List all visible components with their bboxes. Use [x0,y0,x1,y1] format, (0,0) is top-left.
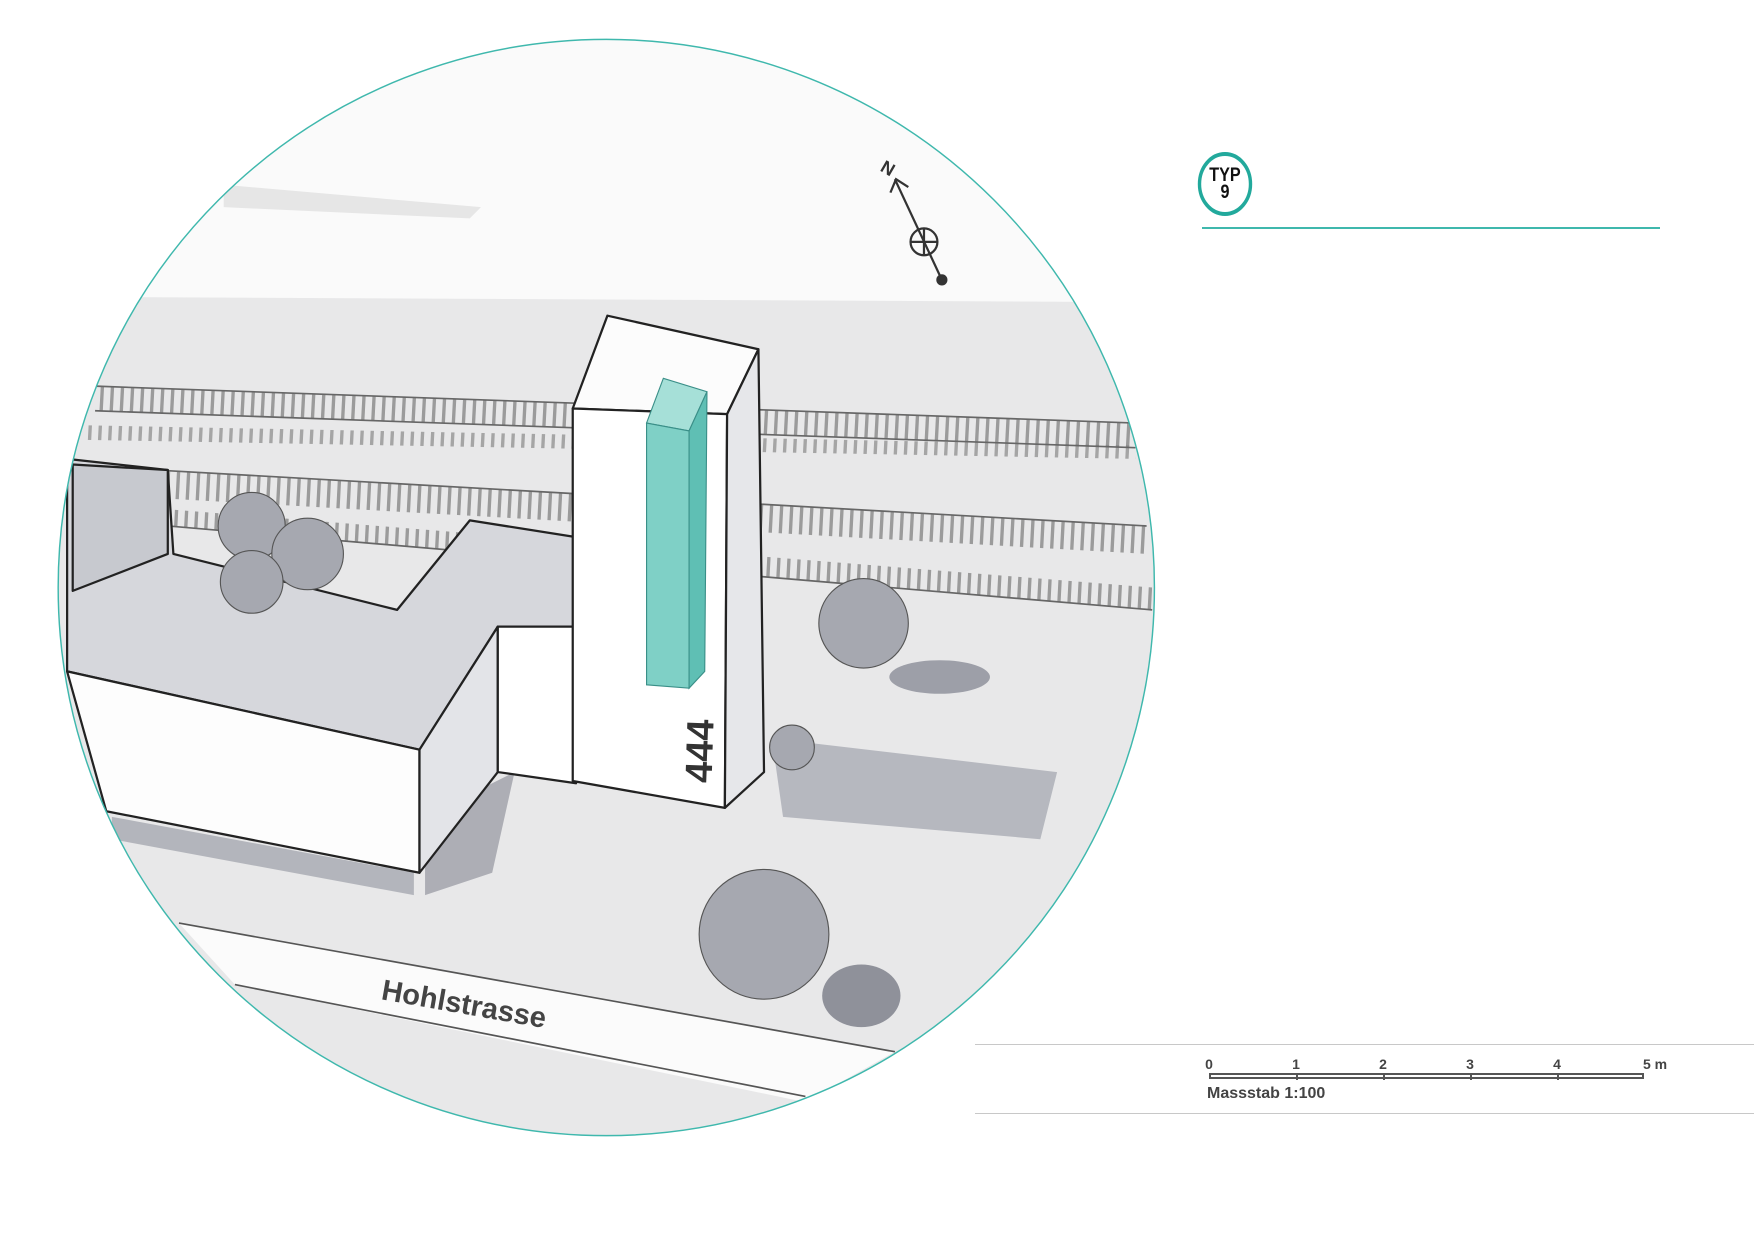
tower-shadow [771,738,1058,840]
scale-top-rule [975,1044,1754,1045]
building-number: 444 [678,719,722,784]
neighbor-building [65,457,578,874]
view-circle [57,38,1156,1137]
scale-label: 2 [1379,1056,1387,1072]
scale-label: 4 [1553,1056,1561,1072]
teal-facade [645,377,708,690]
scale-tick [1557,1073,1559,1080]
tree [271,517,344,591]
scale-label: 5 m [1642,1056,1668,1072]
header-divider [1202,227,1660,229]
scale-tick [1383,1073,1385,1080]
scale-bar [1209,1073,1644,1079]
scale-tick [1296,1073,1298,1080]
badge-line2: 9 [1220,182,1230,203]
scale-caption: Massstab 1:100 [1207,1085,1326,1102]
scale-tick [1470,1073,1472,1080]
trees [217,491,990,1028]
scale-bottom-rule [975,1113,1754,1114]
badge-line1: TYP [1209,165,1241,186]
tree [219,550,284,614]
type-badge: TYP 9 [1197,152,1253,216]
road [178,922,896,1103]
scale-label: 3 [1466,1056,1474,1072]
tree [698,868,830,1000]
scale-label: 1 [1292,1056,1300,1072]
north-arrow-icon [889,177,948,286]
tree [769,724,815,771]
scale-label: 0 [1205,1056,1213,1072]
tree [818,577,909,669]
